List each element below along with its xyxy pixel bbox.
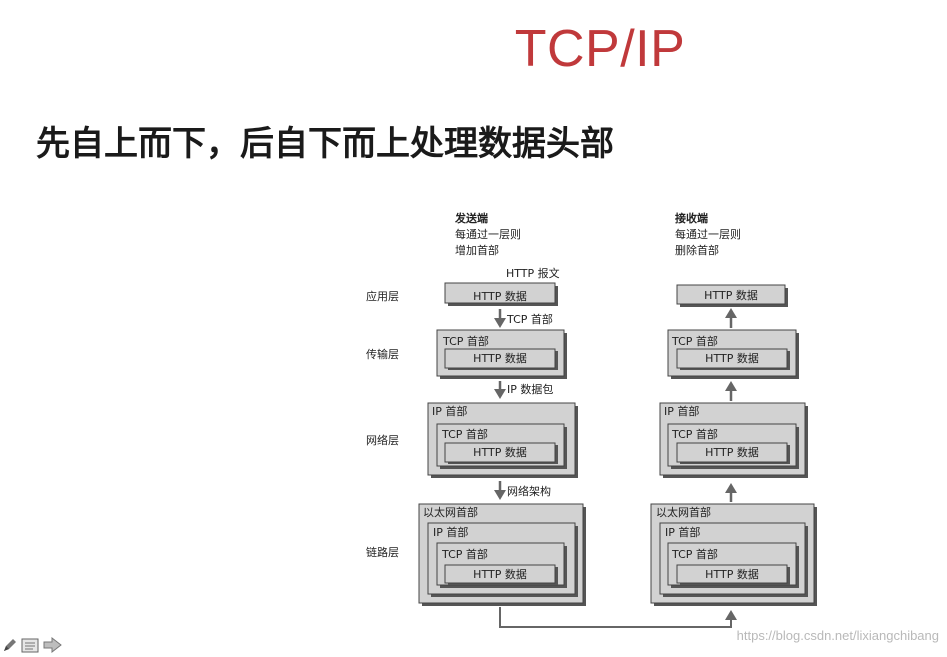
block-label: HTTP 数据 xyxy=(473,567,527,581)
slide-subtitle: 先自上而下，后自下而上处理数据头部 xyxy=(36,124,614,164)
sender-application-block: HTTP 数据 xyxy=(444,282,558,306)
annotation-network-frame: 网络架构 xyxy=(507,484,551,498)
receiver-line1: 每通过一层则 xyxy=(675,227,741,241)
sender-transport-block: TCP 首部 HTTP 数据 xyxy=(436,329,567,379)
arrow-up-icon xyxy=(725,308,737,328)
annotation-http-message: HTTP 报文 xyxy=(506,266,560,280)
block-label: HTTP 数据 xyxy=(705,445,759,459)
receiver-application-block: HTTP 数据 xyxy=(676,284,788,307)
watermark-url: https://blog.csdn.net/lixiangchibang xyxy=(736,628,939,643)
arrow-down-icon xyxy=(494,381,506,399)
block-label: HTTP 数据 xyxy=(473,289,527,303)
block-label: HTTP 数据 xyxy=(473,445,527,459)
block-label: 以太网首部 xyxy=(656,505,711,519)
arrow-up-icon xyxy=(725,483,737,502)
connector-line xyxy=(499,607,737,628)
block-label: HTTP 数据 xyxy=(705,351,759,365)
sender-line2: 增加首部 xyxy=(455,243,499,257)
block-label: IP 首部 xyxy=(664,404,699,418)
layer-label-transport: 传输层 xyxy=(366,347,399,361)
slide-toolbar xyxy=(2,636,62,657)
block-label: 以太网首部 xyxy=(423,505,478,519)
receiver-title: 接收端 xyxy=(675,211,708,225)
receiver-transport-block: TCP 首部 HTTP 数据 xyxy=(667,329,799,379)
block-label: HTTP 数据 xyxy=(705,567,759,581)
block-label: TCP 首部 xyxy=(671,427,718,441)
block-label: HTTP 数据 xyxy=(704,288,758,302)
arrow-down-icon xyxy=(494,481,506,500)
pen-icon[interactable] xyxy=(2,637,18,657)
block-label: IP 首部 xyxy=(433,525,468,539)
arrow-right-icon[interactable] xyxy=(42,636,62,657)
block-label: TCP 首部 xyxy=(441,547,488,561)
block-label: HTTP 数据 xyxy=(473,351,527,365)
block-label: IP 首部 xyxy=(432,404,467,418)
sender-line1: 每通过一层则 xyxy=(455,227,521,241)
slide-title: TCP/IP xyxy=(514,20,686,78)
layer-label-network: 网络层 xyxy=(366,433,399,447)
block-label: TCP 首部 xyxy=(671,334,718,348)
receiver-line2: 删除首部 xyxy=(675,243,719,257)
arrow-up-icon xyxy=(725,381,737,401)
receiver-network-block: IP 首部 TCP 首部 HTTP 数据 xyxy=(659,402,808,478)
annotation-tcp-header: TCP 首部 xyxy=(506,312,553,326)
block-label: TCP 首部 xyxy=(442,334,489,348)
sender-title: 发送端 xyxy=(454,211,488,225)
layer-label-link: 链路层 xyxy=(366,545,399,559)
sender-network-block: IP 首部 TCP 首部 HTTP 数据 xyxy=(427,402,578,478)
sender-link-block: 以太网首部 IP 首部 TCP 首部 HTTP 数据 xyxy=(418,503,586,606)
arrow-down-icon xyxy=(494,309,506,328)
block-label: TCP 首部 xyxy=(441,427,488,441)
block-label: IP 首部 xyxy=(665,525,700,539)
receiver-link-block: 以太网首部 IP 首部 TCP 首部 HTTP 数据 xyxy=(650,503,817,606)
annotation-ip-packet: IP 数据包 xyxy=(507,382,553,396)
layer-label-application: 应用层 xyxy=(366,289,399,303)
block-label: TCP 首部 xyxy=(671,547,718,561)
notes-icon[interactable] xyxy=(21,637,39,657)
